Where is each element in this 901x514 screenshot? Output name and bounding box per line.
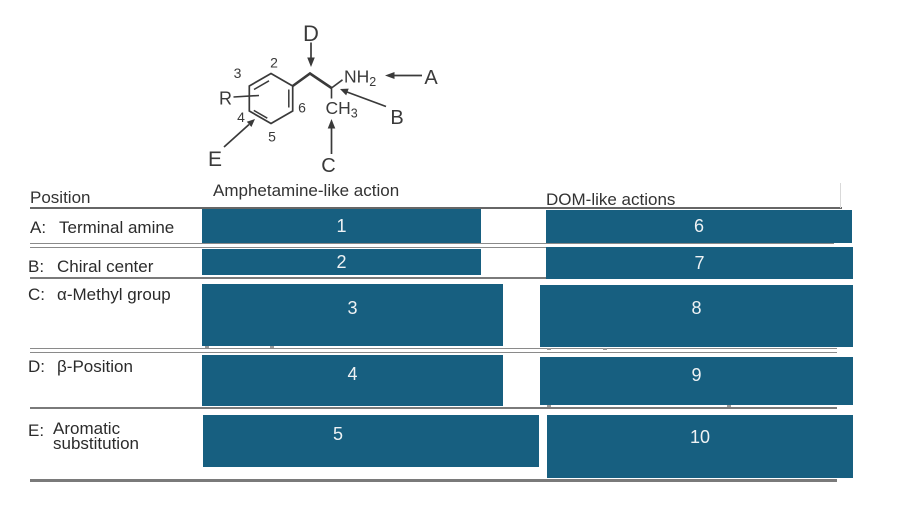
row-label-b: B:Chiral center xyxy=(28,257,154,276)
ring-position-2: 2 xyxy=(270,55,278,71)
table-rule-row-bc xyxy=(30,277,834,280)
row-label-c: C:α-Methyl group xyxy=(28,285,171,304)
ring-position-5: 5 xyxy=(268,129,276,145)
table-rule-header xyxy=(30,207,842,209)
label-a: A xyxy=(424,67,438,89)
amphetamine-structure-diagram: D A B C E R 2 3 4 5 6 NH2 CH3 xyxy=(208,21,438,177)
row-label-a-prefix: A: xyxy=(30,218,47,237)
artifact-speck xyxy=(270,346,274,348)
label-d: D xyxy=(303,21,319,46)
label-b: B xyxy=(390,107,403,129)
row-label-a: A:Terminal amine xyxy=(30,218,175,237)
substituent-r-label: R xyxy=(219,89,232,109)
row-label-d-prefix: D: xyxy=(28,357,45,376)
amine-group-label: NH2 xyxy=(344,67,376,90)
answer-box-6: 6 xyxy=(546,210,852,243)
artifact-speck xyxy=(603,348,607,350)
aromatic-double-bonds xyxy=(253,80,290,119)
row-label-e-prefix: E: xyxy=(28,421,45,440)
label-e: E xyxy=(208,148,222,171)
pointer-arrow-c xyxy=(327,119,336,154)
ring-position-4: 4 xyxy=(237,109,245,125)
answer-box-5: 5 xyxy=(203,415,539,467)
answer-box-10: 10 xyxy=(547,415,853,478)
artifact-speck xyxy=(547,348,551,350)
answer-box-3: 3 xyxy=(202,284,503,346)
table-rule-row-de xyxy=(30,407,837,410)
row-label-c-prefix: C: xyxy=(28,285,45,304)
answer-box-4: 4 xyxy=(202,355,503,406)
table-rule-row-ab xyxy=(30,243,834,248)
column-header-amphetamine: Amphetamine-like action xyxy=(213,181,400,200)
ring-position-3: 3 xyxy=(234,65,242,81)
table-rule-row-cd xyxy=(30,348,837,353)
answer-box-8: 8 xyxy=(540,285,853,347)
answer-box-9: 9 xyxy=(540,357,853,405)
r-substituent-bond xyxy=(233,94,260,98)
answer-box-1: 1 xyxy=(202,209,481,243)
ring-position-6: 6 xyxy=(298,100,306,116)
methyl-group-label: CH3 xyxy=(326,98,358,121)
artifact-speck xyxy=(727,405,731,407)
pointer-arrow-d xyxy=(307,42,315,67)
row-label-b-prefix: B: xyxy=(28,257,45,276)
pointer-arrow-e xyxy=(223,119,255,148)
table-rule-bottom xyxy=(30,479,837,482)
side-chain-bonds xyxy=(291,71,333,90)
table-edge-line xyxy=(840,183,841,208)
artifact-speck xyxy=(547,405,551,407)
column-header-position: Position xyxy=(30,188,91,207)
answer-box-2: 2 xyxy=(202,249,481,275)
column-header-dom: DOM-like actions xyxy=(546,190,676,209)
pointer-arrow-b xyxy=(340,88,387,108)
row-label-d: D:β-Position xyxy=(28,357,133,376)
label-c: C xyxy=(321,155,335,177)
answer-box-7: 7 xyxy=(546,247,853,279)
benzene-ring xyxy=(248,72,294,125)
amine-methyl-bonds xyxy=(330,79,343,99)
pointer-arrow-a xyxy=(385,72,422,79)
artifact-speck xyxy=(205,346,209,348)
